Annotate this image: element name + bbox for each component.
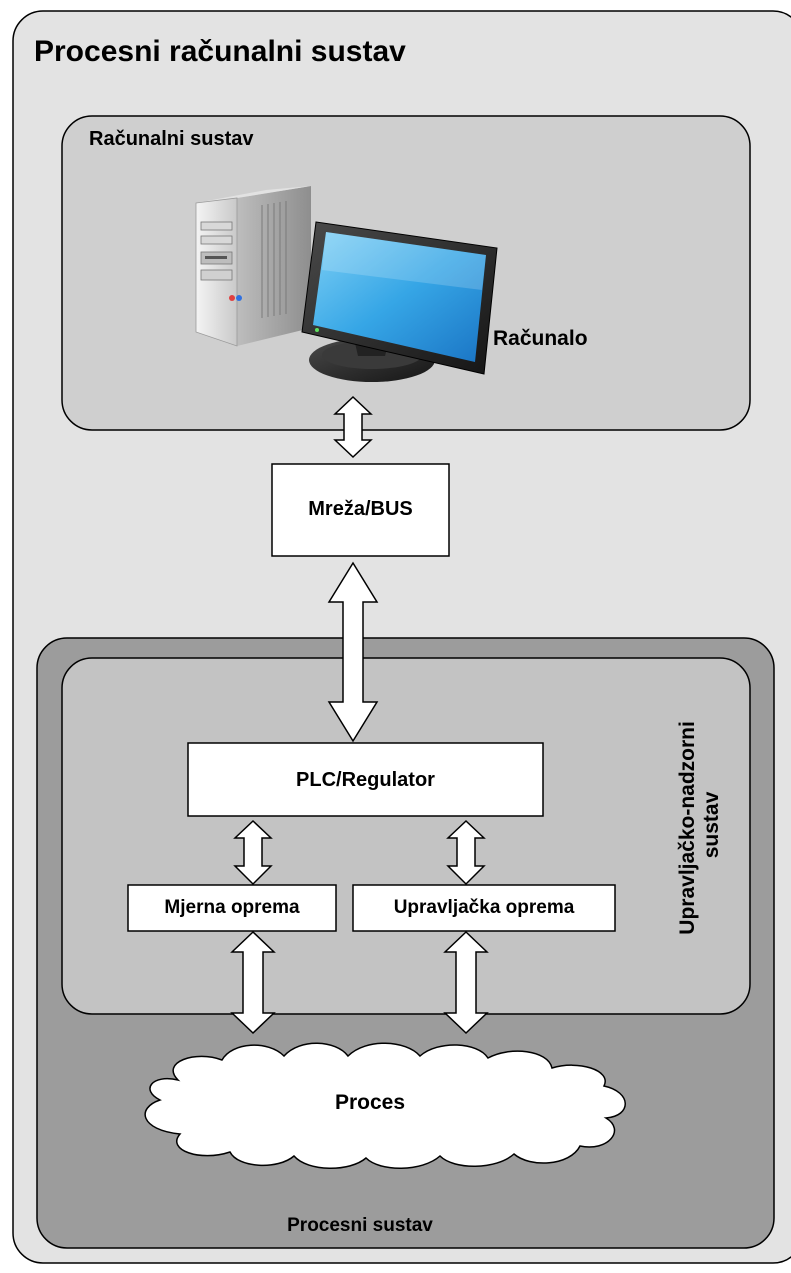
plc-box [187,742,544,817]
arrow-computer-network [333,395,373,459]
arrow-plc-actuating [446,819,486,886]
process-label: Proces [334,1091,406,1114]
actuating-equipment-box [352,884,616,932]
computer-label: Računalo [493,327,588,350]
actuating-equipment-label: Upravljačka oprema [393,897,575,918]
computer-system-label: Računalni sustav [89,128,254,150]
control-system-label-line2: sustav [700,791,723,858]
measuring-equipment-box [127,884,337,932]
network-label: Mreža/BUS [308,498,413,520]
desktop-computer-icon [195,186,498,382]
control-system-label: Upravljačko-nadzorni sustav [676,715,723,934]
arrow-plc-measuring [233,819,273,886]
plc-label: PLC/Regulator [296,769,435,791]
arrow-network-plc [327,561,379,743]
process-cloud-shape [144,1042,626,1169]
control-system-panel [61,657,751,1015]
diagram-title: Procesni računalni sustav [34,35,406,68]
process-system-label: Procesni sustav [287,1215,433,1236]
network-box [271,463,450,557]
arrow-measuring-process [230,930,276,1035]
measuring-equipment-label: Mjerna oprema [164,897,300,918]
control-system-label-line1: Upravljačko-nadzorni [676,721,699,935]
arrow-actuating-process [443,930,489,1035]
